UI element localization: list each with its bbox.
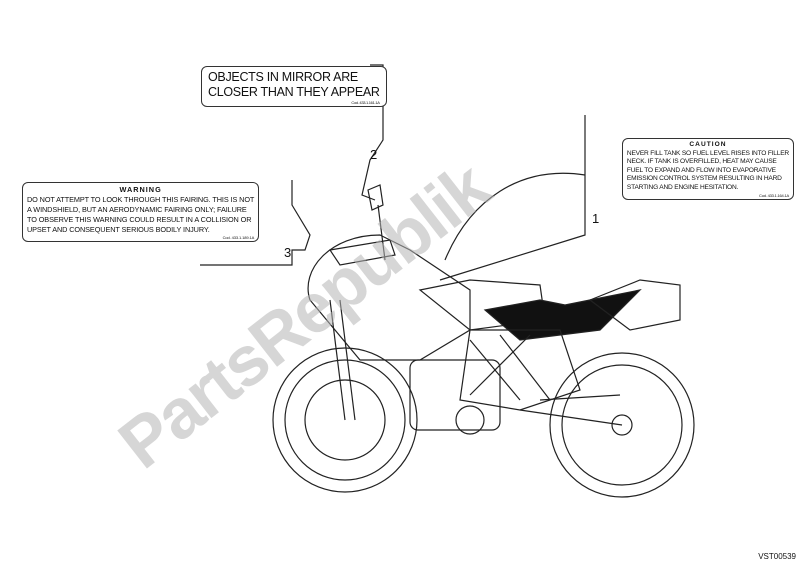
label-line: NEVER FILL TANK SO FUEL LEVEL RISES INTO…	[626, 149, 789, 157]
diagram-reference: VST00539	[758, 552, 796, 561]
fairing	[307, 234, 471, 361]
fairing-warning-label: WARNING DO NOT ATTEMPT TO LOOK THROUGH T…	[22, 182, 260, 242]
label-line: A WINDSHIELD, BUT AN AERODYNAMIC FAIRING…	[27, 205, 247, 214]
frame	[459, 329, 581, 411]
engine	[409, 359, 501, 431]
label-line: OBJECTS IN MIRROR ARE	[208, 70, 358, 84]
callout-number-3: 3	[284, 245, 292, 260]
label-line: FUEL TO EXPAND AND FLOW INTO EVAPORATIVE	[626, 166, 776, 174]
label-line: DO NOT ATTEMPT TO LOOK THROUGH THIS FAIR…	[27, 195, 255, 204]
part-code: Cod. 433.1.161.1A	[351, 100, 380, 105]
tail	[588, 279, 681, 331]
front-wheel	[272, 347, 418, 493]
label-title: WARNING	[119, 185, 162, 194]
part-code: Cod. 433.1.189.1A	[222, 235, 255, 240]
label-title: CAUTION	[689, 141, 727, 148]
callout-leader-3	[200, 180, 311, 266]
label-line: UPSET AND CONSEQUENT SERIOUS BODILY INJU…	[27, 225, 210, 234]
label-line: TO OBSERVE THIS WARNING COULD RESULT IN …	[27, 215, 252, 224]
label-line: STARTING AND ENGINE HESITATION.	[626, 183, 739, 191]
callout-number-1: 1	[592, 211, 600, 226]
callout-leader-1	[439, 115, 586, 281]
mirror	[367, 184, 384, 211]
fuel-caution-label: CAUTION NEVER FILL TANK SO FUEL LEVEL RI…	[621, 138, 794, 200]
rear-wheel	[549, 352, 695, 498]
label-line: CLOSER THAN THEY APPEAR	[208, 85, 380, 99]
label-line: EMISSION CONTROL SYSTEM RESULTING IN HAR…	[626, 175, 782, 183]
seat	[483, 289, 642, 341]
part-code: Cod. 433.1.164.1A	[759, 192, 789, 198]
label-line: NECK. IF TANK IS OVERFILLED, HEAT MAY CA…	[626, 158, 777, 166]
callout-number-2: 2	[370, 147, 378, 162]
callout-leader-1b	[444, 172, 586, 261]
callout-leader-2	[361, 64, 384, 201]
mirror-warning-label: OBJECTS IN MIRROR ARE CLOSER THAN THEY A…	[201, 66, 387, 107]
